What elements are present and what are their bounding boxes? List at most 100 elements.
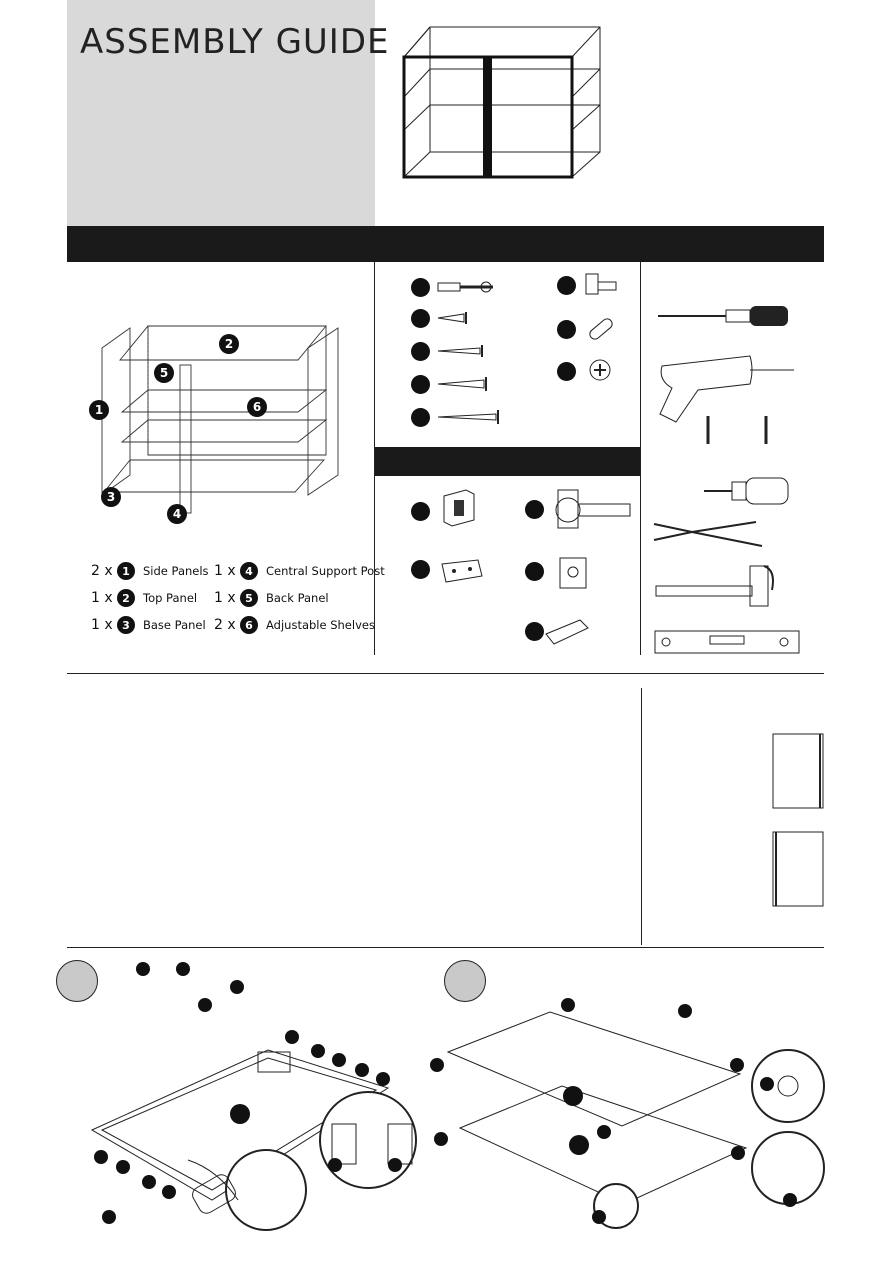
cam-bolt-icon [437,281,493,293]
shelf-pin-icon [585,273,617,295]
part-number-badge: 3 [117,616,135,634]
longest-screw-icon [437,410,499,424]
step-bullet [102,1210,116,1224]
step-bullet [116,1160,130,1174]
section-header-bar [67,226,824,262]
fitting-bullet [411,375,430,394]
part-name: Base Panel [143,618,206,632]
part-number-badge: 4 [240,562,258,580]
step-bullet [328,1158,342,1172]
step-bullet [597,1125,611,1139]
part-name: Adjustable Shelves [266,618,375,632]
panel-thumbnail [772,733,824,809]
step-bullet [592,1210,606,1224]
fitting-bullet [557,276,576,295]
title-block [67,0,375,226]
step-bullet [230,1104,250,1124]
step-bullet [569,1135,589,1155]
mounting-plate-icon [559,557,587,589]
dowel-icon [589,318,613,340]
step-bullet [730,1058,744,1072]
step-bullet [285,1030,299,1044]
page-title: ASSEMBLY GUIDE [80,22,390,62]
part-number-badge: 1 [117,562,135,580]
step-bullet [176,962,190,976]
hardware-bullet [411,560,430,579]
hammer-icon [655,565,774,607]
screwdriver-icon [658,306,788,326]
step-bullet [376,1072,390,1086]
step-1-diagram [90,1049,417,1231]
parts-list-item: 2 x 6 Adjustable Shelves [214,616,375,634]
step-2-diagram [446,1011,825,1229]
glue-bottle-icon [704,477,789,505]
step-bullet [162,1185,176,1199]
divider [67,673,824,674]
diagram-label-2: 2 [219,334,239,354]
handle-icon [545,619,589,645]
part-qty: 1 x [214,590,236,606]
step-bullet [783,1193,797,1207]
flat-hinge-icon [441,559,483,583]
fitting-bullet [557,320,576,339]
step-circle-2 [444,960,486,1002]
part-qty: 1 x [214,563,236,579]
fitting-bullet [411,309,430,328]
drill-icon [659,355,794,444]
part-qty: 1 x [91,617,113,633]
hardware-bullet [525,562,544,581]
part-name: Top Panel [143,591,198,605]
hardware-bullet [525,500,544,519]
spirit-level-icon [654,630,800,654]
step-bullet [760,1077,774,1091]
parts-list-item: 1 x 3 Base Panel [91,616,206,634]
part-qty: 2 x [91,563,113,579]
hardware-header-bar [375,447,640,476]
step-bullet [561,998,575,1012]
fitting-bullet [411,278,430,297]
divider [374,262,375,655]
divider [641,688,642,945]
parts-list-item: 2 x 1 Side Panels [91,562,209,580]
step-bullet [355,1063,369,1077]
step-bullet [94,1150,108,1164]
divider [640,262,641,655]
diagram-label-4: 4 [167,504,187,524]
cam-lock-icon [589,359,611,381]
step-bullet [311,1044,325,1058]
hardware-bullet [411,502,430,521]
hinge-plate-icon [443,489,475,527]
fitting-bullet [411,342,430,361]
medium-screw-icon [437,345,483,357]
step-circle-1 [56,960,98,1002]
concealed-hinge-icon [555,489,631,529]
part-qty: 1 x [91,590,113,606]
part-name: Side Panels [143,564,209,578]
step-bullet [388,1158,402,1172]
step-bullet [142,1175,156,1189]
part-name: Back Panel [266,591,329,605]
step-bullet [230,980,244,994]
diagram-label-1: 1 [89,400,109,420]
parts-list-item: 1 x 2 Top Panel [91,589,197,607]
cabinet-illustration [402,26,601,179]
long-screw-icon [437,377,487,391]
part-number-badge: 6 [240,616,258,634]
panel-thumbnail [772,831,824,907]
part-name: Central Support Post [266,564,385,578]
divider [67,947,824,948]
diagram-label-6: 6 [247,397,267,417]
step-bullet [678,1004,692,1018]
hardware-bullet [525,622,544,641]
part-qty: 2 x [214,617,236,633]
diagram-label-5: 5 [154,363,174,383]
step-bullet [198,998,212,1012]
fitting-bullet [557,362,576,381]
fitting-bullet [411,408,430,427]
step-bullet [430,1058,444,1072]
step-bullet [136,962,150,976]
step-bullet [563,1086,583,1106]
parts-list-item: 1 x 5 Back Panel [214,589,329,607]
step-bullet [434,1132,448,1146]
part-number-badge: 2 [117,589,135,607]
